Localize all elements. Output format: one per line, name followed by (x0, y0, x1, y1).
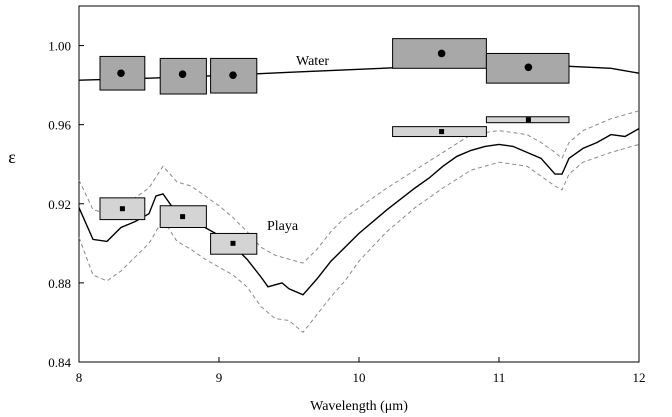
water-point (524, 63, 533, 72)
axes: 8 9 10 11 12 0.84 0.88 0.92 0.96 1.00 (48, 39, 645, 385)
water-point (178, 70, 187, 79)
water-point (437, 49, 446, 58)
water-point (229, 71, 237, 80)
envelope-line (78, 143, 640, 334)
x-tick-label: 9 (216, 370, 223, 385)
y-axis-label: ε (8, 147, 16, 167)
x-tick-label: 11 (493, 370, 506, 385)
series-label-water: Water (296, 54, 329, 69)
y-tick-label: 1.00 (48, 39, 71, 54)
y-tick-label: 0.96 (48, 118, 71, 133)
playa-point (525, 117, 531, 123)
playa-point (439, 129, 445, 135)
x-axis-label: Wavelength (μm) (310, 399, 408, 414)
x-tick-label: 12 (633, 370, 646, 385)
playa-point (230, 240, 236, 246)
series-label-playa: Playa (267, 219, 299, 234)
y-tick-label: 0.88 (48, 276, 71, 291)
x-tick-label: 8 (76, 370, 83, 385)
playa-point (180, 214, 186, 220)
series-lines (78, 63, 640, 334)
y-tick-label: 0.92 (48, 197, 71, 212)
playa-point (119, 206, 125, 212)
series-playa-line (78, 127, 640, 296)
x-tick-label: 10 (353, 370, 366, 385)
water-point (117, 69, 125, 78)
y-tick-label: 0.84 (48, 355, 71, 370)
range-boxes (99, 38, 570, 255)
envelope-line (78, 110, 640, 264)
